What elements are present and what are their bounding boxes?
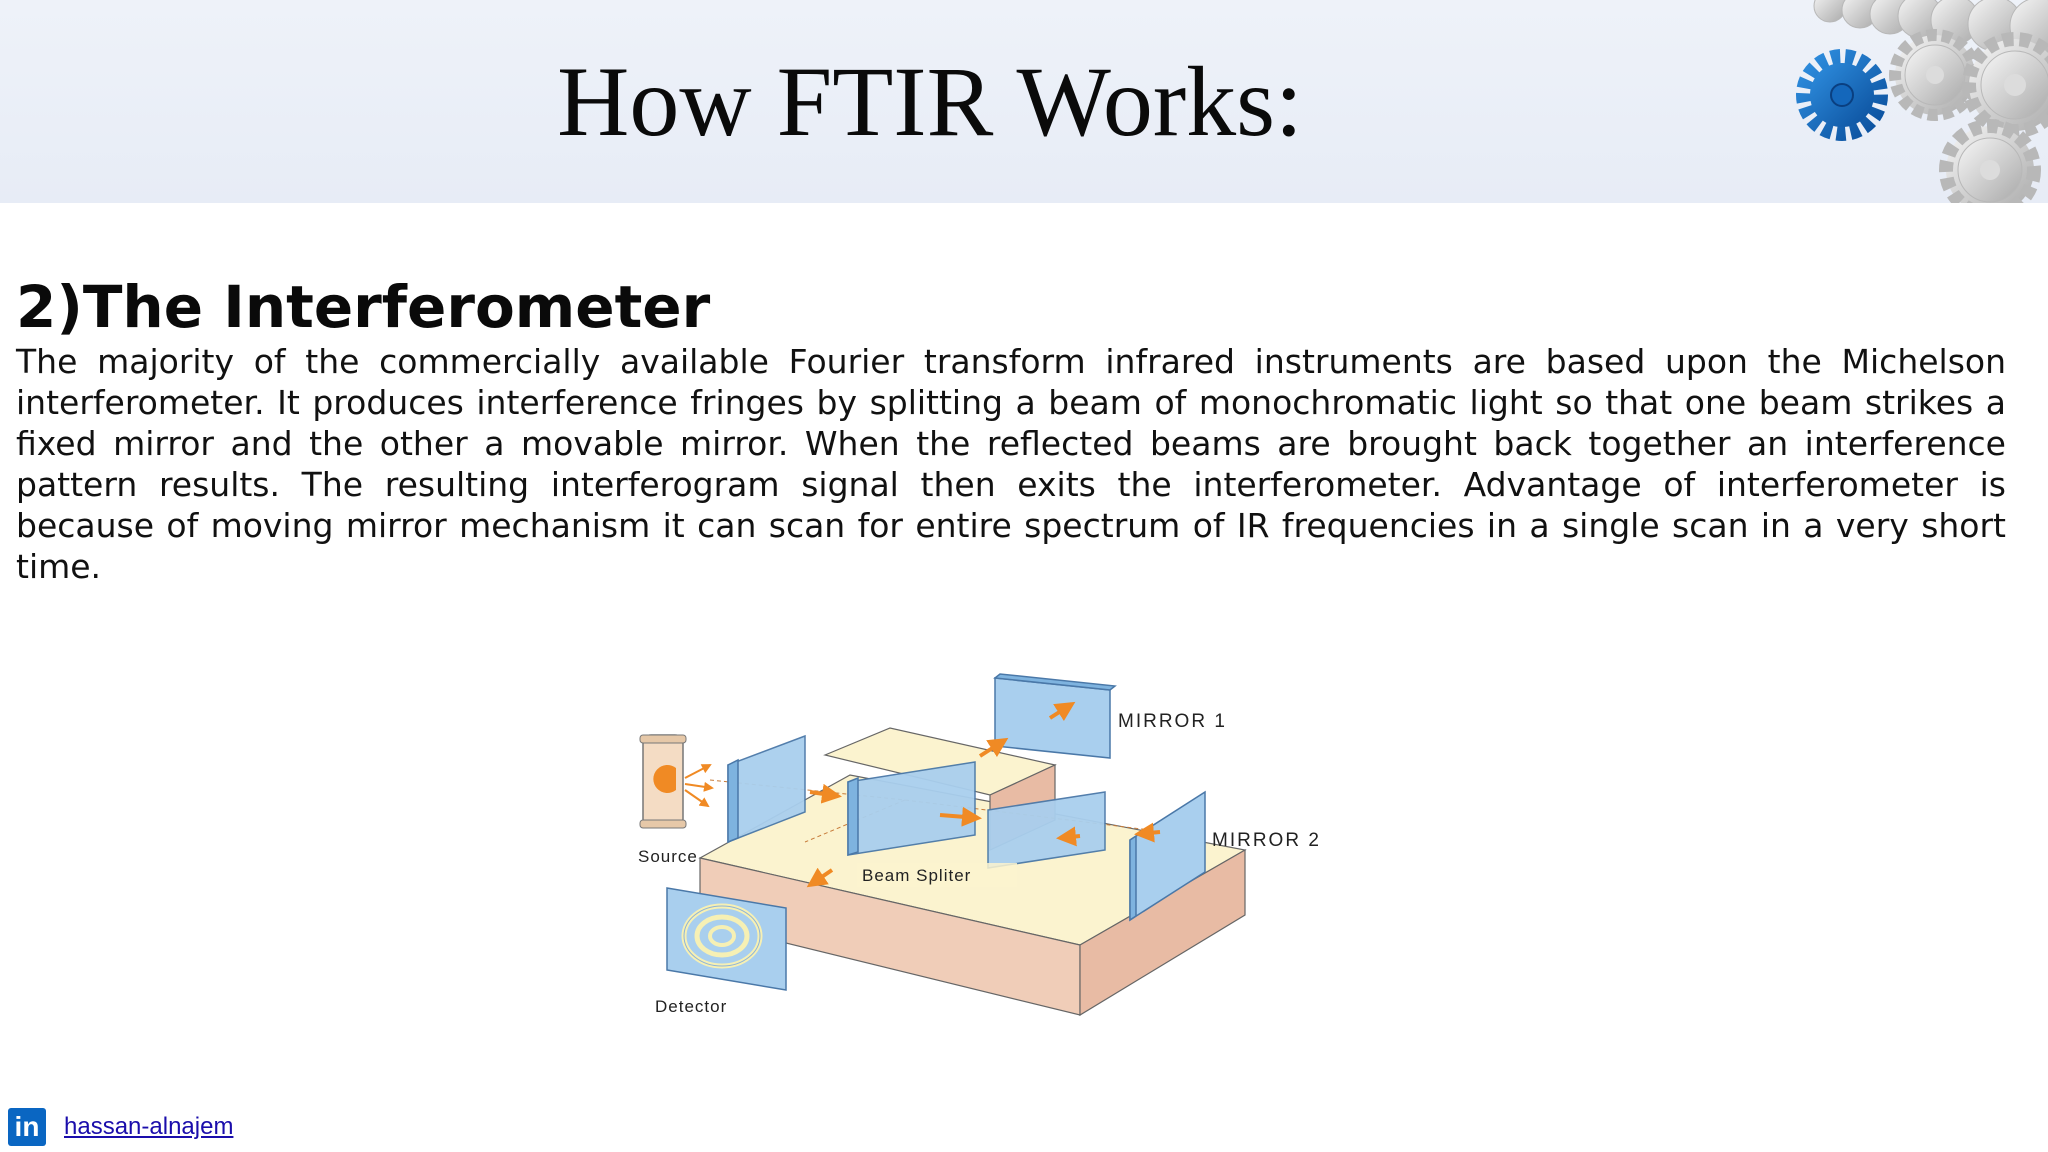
detector — [666, 887, 787, 991]
blue-gear-icon — [1796, 49, 1888, 141]
detector-label: Detector — [655, 997, 727, 1016]
source-lamp — [639, 734, 714, 829]
source-label: Source — [638, 847, 698, 866]
beam-splitter-label: Beam Spliter — [862, 866, 971, 885]
slide-header: How FTIR Works: — [0, 0, 2048, 203]
movable-mirror-plate — [987, 791, 1106, 869]
linkedin-icon[interactable]: in — [8, 1108, 46, 1146]
beam-arrows — [806, 701, 1161, 888]
gears-decoration — [1796, 0, 2048, 203]
body-paragraph: The majority of the commercially availab… — [16, 342, 2006, 586]
footer: in hassan-alnajem — [8, 1106, 233, 1148]
collimator-lens — [727, 734, 806, 844]
mirror-2 — [1129, 790, 1206, 922]
section-heading: 2)The Interferometer — [16, 273, 711, 341]
mirror-2-label: MIRROR 2 — [1212, 830, 1321, 851]
mirror-1-label: MIRROR 1 — [1118, 711, 1227, 732]
slide-title: How FTIR Works: — [557, 46, 1303, 157]
michelson-interferometer-diagram: MIRROR 1 MIRROR 2 Source Beam Spliter De… — [638, 673, 1321, 1017]
linkedin-profile-link[interactable]: hassan-alnajem — [64, 1113, 234, 1140]
beam-splitter — [847, 761, 976, 857]
